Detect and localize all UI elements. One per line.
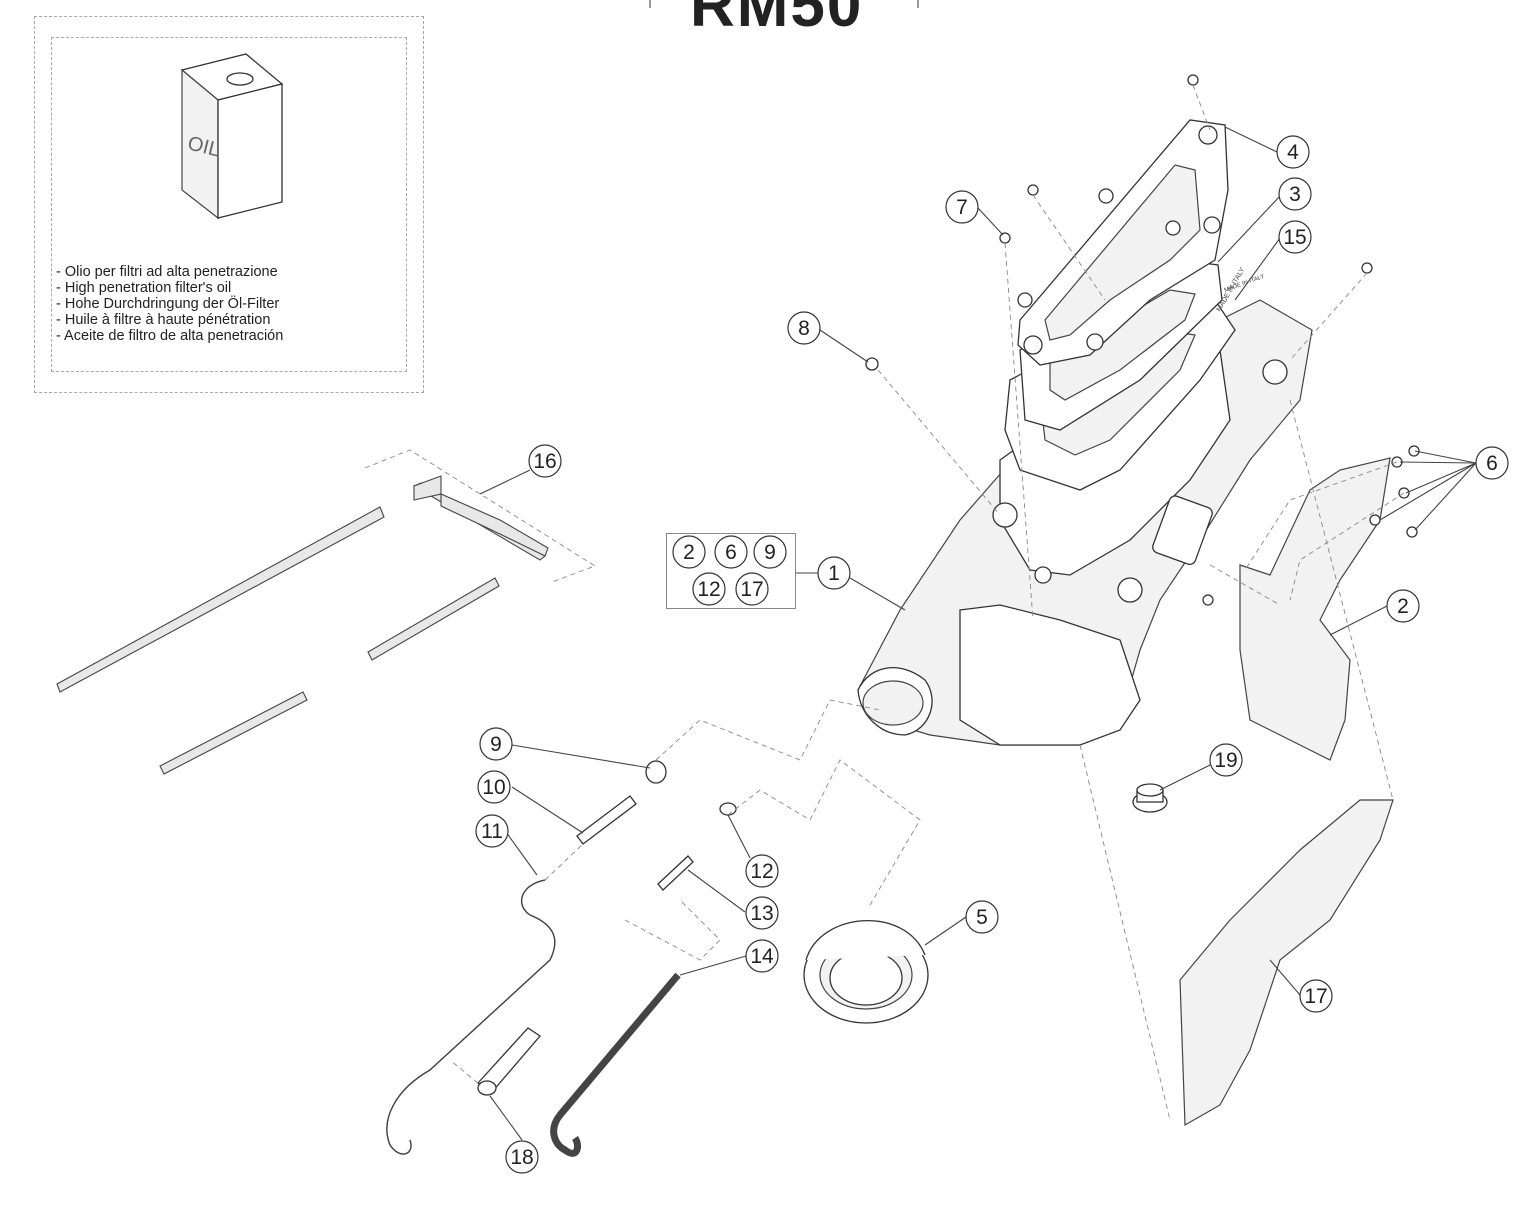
part-12-clip — [719, 802, 737, 816]
svg-text:2: 2 — [1397, 595, 1409, 618]
part-11-breather-hose — [386, 879, 556, 1155]
part-19-drain-plug — [1132, 783, 1168, 813]
svg-text:8: 8 — [798, 317, 810, 340]
inset-line: - Aceite de filtro de alta penetración — [56, 328, 284, 344]
kit-number: 6 — [725, 541, 737, 564]
callout-8: 8 — [787, 311, 821, 345]
svg-text:18: 18 — [510, 1146, 533, 1169]
callout-5: 5 — [965, 900, 999, 934]
svg-text:4: 4 — [1287, 141, 1299, 164]
part-9-grommet — [645, 760, 667, 784]
svg-text:9: 9 — [490, 733, 502, 756]
svg-text:10: 10 — [482, 776, 505, 799]
callout-19: 19 — [1209, 743, 1243, 777]
kit-numbers: 2 6 9 12 17 — [672, 535, 787, 606]
svg-text:6: 6 — [1486, 452, 1498, 475]
inset-inner-frame — [51, 37, 407, 372]
callout-1: 1 — [817, 556, 851, 590]
kit-number: 12 — [697, 578, 720, 601]
svg-text:11: 11 — [481, 820, 503, 843]
svg-text:3: 3 — [1289, 183, 1301, 206]
callout-13: 13 — [745, 896, 779, 930]
inset-oil-description: - Olio per filtri ad alta penetrazione -… — [56, 264, 283, 344]
part-14-drain-hose — [550, 972, 681, 1157]
oil-can-illustration: OIL — [180, 53, 284, 220]
svg-text:17: 17 — [1304, 985, 1327, 1008]
inset-line: - Olio per filtri ad alta penetrazione — [56, 264, 278, 280]
part-18-tube — [477, 1027, 541, 1096]
svg-text:7: 7 — [956, 196, 968, 219]
callout-7: 7 — [945, 190, 979, 224]
callout-2: 2 — [1386, 589, 1420, 623]
assembly-dash-lines — [449, 84, 1405, 1121]
svg-text:14: 14 — [750, 945, 774, 968]
part-17-lower-guard — [1179, 799, 1394, 1127]
callout-12: 12 — [745, 854, 779, 888]
callout-bubbles: 1 2 3 4 5 6 7 8 9 10 11 12 13 14 15 16 1… — [475, 135, 1509, 1174]
callout-14: 14 — [745, 939, 779, 973]
brand-logo: RM50 — [690, 0, 864, 40]
callout-18: 18 — [505, 1140, 539, 1174]
callout-leaders — [479, 126, 1477, 1141]
callout-4: 4 — [1276, 135, 1310, 169]
kit-number: 9 — [764, 541, 776, 564]
callout-9: 9 — [479, 727, 513, 761]
part-11-hose-outline — [386, 879, 556, 1155]
inset-line: - Hohe Durchdringung der Öl-Filter — [56, 296, 280, 312]
callout-6: 6 — [1475, 446, 1509, 480]
svg-text:13: 13 — [750, 902, 773, 925]
inset-line: - High penetration filter's oil — [56, 280, 232, 296]
svg-text:19: 19 — [1214, 749, 1237, 772]
callout-3: 3 — [1278, 177, 1312, 211]
callout-15: 15 — [1278, 220, 1312, 254]
part-10-connector — [576, 795, 637, 845]
svg-text:16: 16 — [533, 450, 556, 473]
kit-number: 17 — [740, 578, 763, 601]
svg-text:15: 15 — [1283, 226, 1306, 249]
inset-line: - Huile à filtre à haute pénétration — [56, 312, 271, 328]
callout-11: 11 — [475, 814, 509, 848]
part-4-filter-cage — [1017, 119, 1229, 366]
callout-10: 10 — [477, 770, 511, 804]
svg-text:12: 12 — [750, 860, 773, 883]
part-5-intake-boot — [803, 920, 929, 1024]
callout-17: 17 — [1299, 979, 1333, 1013]
callout-16: 16 — [528, 444, 562, 478]
part-16-foam-strips — [56, 449, 597, 775]
kit-group-box — [666, 533, 796, 609]
kit-number: 2 — [683, 541, 695, 564]
svg-text:5: 5 — [976, 906, 988, 929]
part-13-fitting — [657, 855, 694, 891]
inset-outer-frame — [34, 16, 424, 393]
svg-text:1: 1 — [828, 562, 840, 585]
part-2-side-cover — [1239, 457, 1391, 761]
